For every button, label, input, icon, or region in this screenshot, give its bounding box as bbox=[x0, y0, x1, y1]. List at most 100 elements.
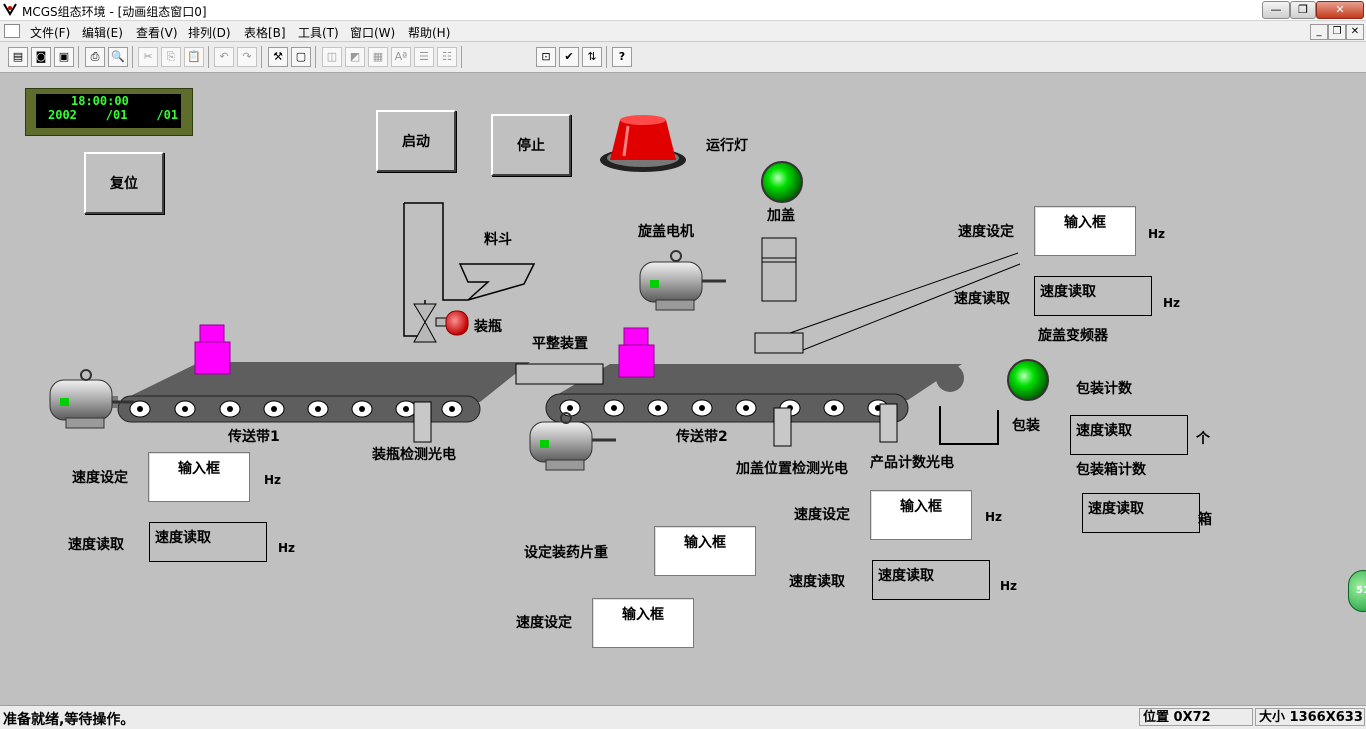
conveyor1-speed-set-label: 速度设定 bbox=[72, 470, 128, 486]
reset-button[interactable]: 复位 bbox=[84, 152, 164, 214]
cap-add-lamp-icon[interactable] bbox=[761, 161, 803, 203]
tools-icon[interactable]: ⚒ bbox=[268, 47, 288, 67]
bottling-label: 装瓶 bbox=[474, 319, 502, 335]
save-icon[interactable]: ▣ bbox=[54, 47, 74, 67]
font-icon[interactable]: Aª bbox=[391, 47, 411, 67]
product-count-sensor[interactable] bbox=[879, 403, 898, 443]
mdi-restore-button[interactable]: ❐ bbox=[1328, 24, 1346, 40]
cap-position-sensor[interactable] bbox=[773, 407, 792, 447]
restore-button[interactable]: ❐ bbox=[1290, 1, 1316, 19]
conveyor1-speed-input[interactable]: 输入框 bbox=[148, 452, 250, 502]
pill-weight-input[interactable]: 输入框 bbox=[654, 526, 756, 576]
leveling-label: 平整装置 bbox=[532, 336, 588, 352]
box-count-label: 包装箱计数 bbox=[1076, 462, 1146, 478]
toolbar-separator bbox=[261, 46, 262, 68]
menu-edit[interactable]: 编辑(E) bbox=[82, 26, 123, 40]
cap-add-label: 加盖 bbox=[767, 208, 795, 224]
fill-color-icon[interactable]: ◫ bbox=[322, 47, 342, 67]
copy-icon[interactable]: ⎘ bbox=[161, 47, 181, 67]
menu-help[interactable]: 帮助(H) bbox=[408, 26, 451, 40]
frame-icon[interactable]: ▢ bbox=[291, 47, 311, 67]
speed-input[interactable]: 输入框 bbox=[592, 598, 694, 648]
menu-window[interactable]: 窗口(W) bbox=[350, 26, 396, 40]
order-icon[interactable]: ⇅ bbox=[582, 47, 602, 67]
conveyor2-speed-readout: 速度读取 bbox=[872, 560, 990, 600]
mdi-minimize-button[interactable]: _ bbox=[1310, 24, 1328, 40]
minimize-button[interactable]: — bbox=[1262, 1, 1290, 19]
bottle-sensor-label: 装瓶检测光电 bbox=[372, 447, 456, 463]
menu-arrange[interactable]: 排列(D) bbox=[188, 26, 231, 40]
status-message: 准备就绪,等待操作。 bbox=[3, 712, 135, 728]
conveyor2-speed-set-label: 速度设定 bbox=[794, 507, 850, 523]
conveyor2-speed-read-label: 速度读取 bbox=[789, 574, 845, 590]
redo-icon[interactable]: ↷ bbox=[237, 47, 257, 67]
properties-icon[interactable]: ⊡ bbox=[536, 47, 556, 67]
run-lamp-label: 运行灯 bbox=[706, 138, 748, 154]
speed-set-label: 速度设定 bbox=[516, 615, 572, 631]
title-bar: MCGS组态环境 - [动画组态窗口0] — ❐ ✕ bbox=[0, 0, 1366, 21]
product-box-2[interactable] bbox=[618, 327, 655, 378]
inverter-set-unit: Hz bbox=[1148, 227, 1166, 241]
pack-count-readout: 速度读取 bbox=[1070, 415, 1188, 455]
hopper-label: 料斗 bbox=[484, 232, 512, 248]
clock-date: 2002 /01 /01 bbox=[48, 108, 179, 122]
check-icon[interactable]: ✔ bbox=[559, 47, 579, 67]
conveyor1-speed-readout: 速度读取 bbox=[149, 522, 267, 562]
menu-table[interactable]: 表格[B] bbox=[244, 26, 286, 40]
close-button[interactable]: ✕ bbox=[1316, 1, 1364, 19]
valve-icon[interactable] bbox=[413, 303, 469, 343]
menu-view[interactable]: 查看(V) bbox=[136, 26, 178, 40]
line-type-icon[interactable]: ☷ bbox=[437, 47, 457, 67]
window-properties-icon[interactable]: ▤ bbox=[8, 47, 28, 67]
toolbox-icon[interactable]: ◙ bbox=[31, 47, 51, 67]
preview-icon[interactable]: 🔍 bbox=[108, 47, 128, 67]
pack-count-unit: 个 bbox=[1196, 431, 1210, 447]
line-color-icon[interactable]: ◩ bbox=[345, 47, 365, 67]
stop-button[interactable]: 停止 bbox=[491, 114, 571, 176]
start-button[interactable]: 启动 bbox=[376, 110, 456, 172]
leveling-device[interactable] bbox=[515, 363, 604, 385]
bottle-sensor[interactable] bbox=[413, 401, 432, 443]
pack-tray[interactable] bbox=[939, 406, 999, 445]
pack-label: 包装 bbox=[1012, 418, 1040, 434]
cap-feed-conveyor[interactable] bbox=[754, 252, 1021, 354]
inverter-speed-input[interactable]: 输入框 bbox=[1034, 206, 1136, 256]
capping-motor-label: 旋盖电机 bbox=[638, 224, 694, 240]
cut-icon[interactable]: ✂ bbox=[138, 47, 158, 67]
app-logo-icon bbox=[3, 2, 17, 16]
toolbar: ▤ ◙ ▣ ⎙ 🔍 ✂ ⎘ 📋 ↶ ↷ ⚒ ▢ ◫ ◩ ▦ Aª ☰ ☷ ⊡ ✔… bbox=[0, 42, 1366, 73]
product-box-1[interactable] bbox=[194, 324, 231, 375]
print-icon[interactable]: ⎙ bbox=[85, 47, 105, 67]
conveyor2-set-unit: Hz bbox=[985, 510, 1003, 524]
document-icon[interactable] bbox=[4, 24, 20, 38]
menu-bar: 文件(F) 编辑(E) 查看(V) 排列(D) 表格[B] 工具(T) 窗口(W… bbox=[0, 21, 1366, 42]
status-size: 大小 1366X633 bbox=[1255, 708, 1365, 726]
menu-file[interactable]: 文件(F) bbox=[30, 26, 71, 40]
cap-storage[interactable] bbox=[761, 237, 797, 302]
mdi-close-button[interactable]: ✕ bbox=[1346, 24, 1364, 40]
inverter-speed-readout: 速度读取 bbox=[1034, 276, 1152, 316]
box-count-unit: 箱 bbox=[1198, 512, 1212, 528]
status-bar: 准备就绪,等待操作。 位置 0X72 大小 1366X633 bbox=[0, 705, 1366, 729]
inverter-read-unit: Hz bbox=[1163, 296, 1181, 310]
context-help-icon[interactable]: ? bbox=[612, 47, 632, 67]
undo-icon[interactable]: ↶ bbox=[214, 47, 234, 67]
font-color-icon[interactable]: ▦ bbox=[368, 47, 388, 67]
box-count-readout: 速度读取 bbox=[1082, 493, 1200, 533]
window-title: MCGS组态环境 - [动画组态窗口0] bbox=[22, 5, 207, 19]
menu-tools[interactable]: 工具(T) bbox=[298, 26, 339, 40]
capping-inverter-label: 旋盖变频器 bbox=[1038, 328, 1108, 344]
cap-position-sensor-label: 加盖位置检测光电 bbox=[736, 461, 848, 477]
pack-lamp-icon[interactable] bbox=[1007, 359, 1049, 401]
conveyor2-speed-input[interactable]: 输入框 bbox=[870, 490, 972, 540]
conveyor-2[interactable] bbox=[545, 364, 964, 423]
conveyor2-motor-icon[interactable] bbox=[529, 412, 616, 471]
run-lamp-icon[interactable] bbox=[600, 115, 686, 172]
paste-icon[interactable]: 📋 bbox=[184, 47, 204, 67]
capping-motor-icon[interactable] bbox=[639, 250, 726, 311]
line-style-icon[interactable]: ☰ bbox=[414, 47, 434, 67]
conveyor1-motor-icon[interactable] bbox=[49, 369, 134, 429]
floating-badge[interactable]: 51 bbox=[1348, 570, 1366, 612]
conveyor-1[interactable] bbox=[117, 362, 530, 423]
